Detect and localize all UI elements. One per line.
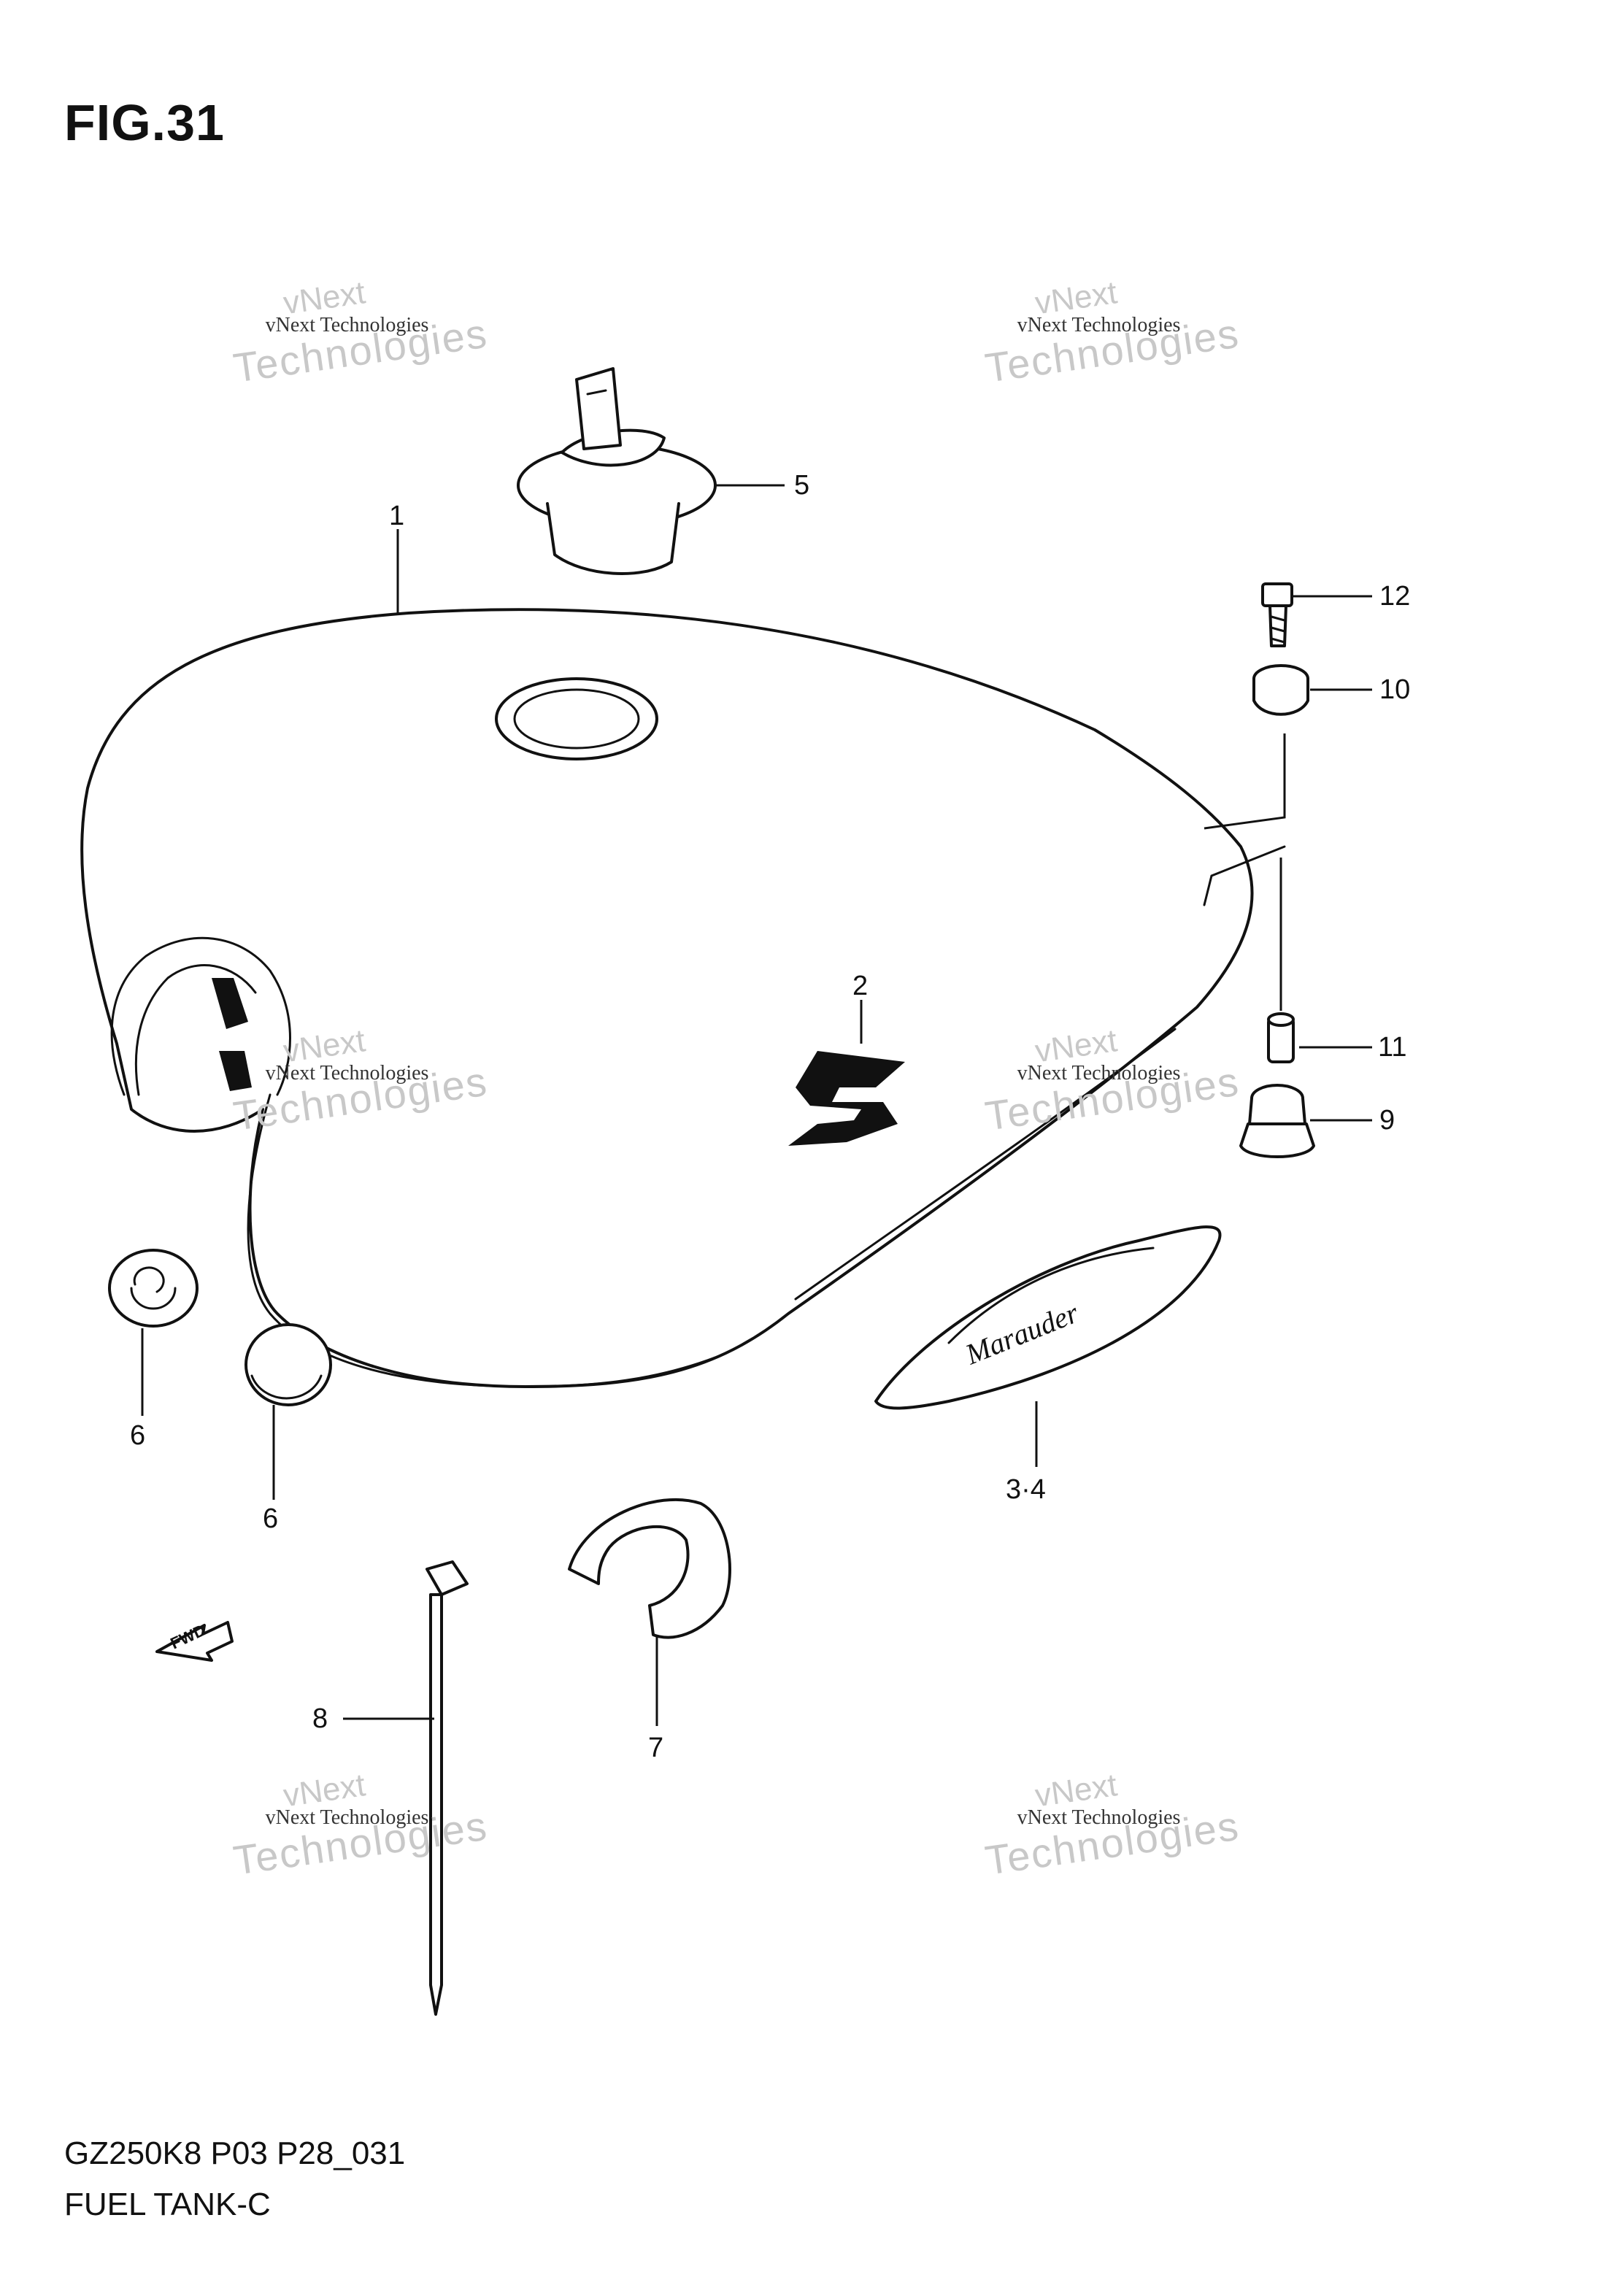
rubber-cushion-part-6b[interactable] — [245, 1323, 332, 1406]
callout-7[interactable]: 7 — [648, 1733, 664, 1763]
emblem-s-part-2[interactable] — [788, 1051, 905, 1146]
model-code: GZ250K8 P03 P28_031 — [64, 2135, 406, 2171]
forward-direction-arrow: FWD — [155, 1621, 234, 1662]
section-name: FUEL TANK-C — [64, 2187, 271, 2222]
split-cushion-part-7[interactable] — [568, 1498, 731, 1639]
callout-5[interactable]: 5 — [794, 470, 810, 501]
callout-11[interactable]: 11 — [1378, 1032, 1407, 1063]
callout-10[interactable]: 10 — [1379, 674, 1411, 705]
rubber-cushion-part-6a[interactable] — [108, 1249, 199, 1328]
cushion-part-10[interactable] — [1252, 664, 1309, 716]
callout-6b[interactable]: 6 — [263, 1503, 279, 1534]
callout-8[interactable]: 8 — [312, 1703, 328, 1734]
callout-1[interactable]: 1 — [389, 501, 405, 531]
callout-12[interactable]: 12 — [1379, 581, 1411, 612]
collar-part-11[interactable] — [1267, 1012, 1295, 1063]
bolt-part-12[interactable] — [1261, 582, 1293, 647]
figure-title: FIG.31 — [64, 94, 225, 151]
grommet-part-9[interactable] — [1239, 1084, 1315, 1158]
callout-3-4[interactable]: 3·4 — [1006, 1474, 1046, 1505]
leader-10-tank — [1204, 733, 1286, 830]
cable-tie-part-8[interactable] — [426, 1560, 469, 2016]
fuel-tank-part-1[interactable] — [80, 608, 1286, 1388]
callout-9[interactable]: 9 — [1379, 1105, 1395, 1136]
marauder-emblem-part-3-4[interactable]: Marauder — [874, 1225, 1222, 1410]
callout-6a[interactable]: 6 — [130, 1420, 146, 1451]
fuel-cap-part-5[interactable] — [517, 367, 717, 576]
callout-2[interactable]: 2 — [852, 971, 869, 1001]
